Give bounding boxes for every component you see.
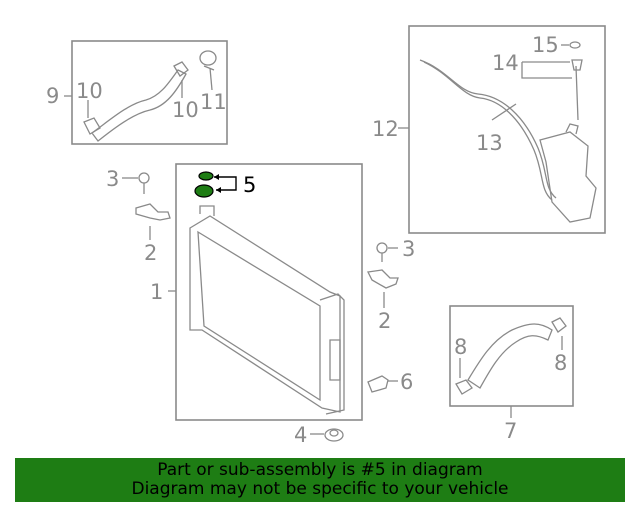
callout-15: 15	[532, 33, 559, 57]
callout-3-left: 3	[106, 167, 119, 191]
lower-hose-inset	[449, 305, 574, 418]
radiator-frame	[168, 163, 363, 421]
callout-4: 4	[294, 423, 307, 447]
callout-10-left: 10	[76, 79, 103, 103]
reservoir-inset	[398, 25, 606, 234]
left-bracket-and-bolt	[122, 172, 171, 240]
callout-1: 1	[150, 280, 163, 304]
part-5-cap	[194, 171, 237, 198]
banner-line-part: Part or sub-assembly is #5 in diagram	[157, 460, 483, 480]
upper-hose-inset	[64, 40, 228, 145]
callout-13: 13	[476, 131, 503, 155]
callout-2-left: 2	[144, 241, 157, 265]
callout-3-right: 3	[402, 237, 415, 261]
callout-12: 12	[372, 117, 399, 141]
callout-6: 6	[400, 370, 413, 394]
callout-8-left: 8	[454, 335, 467, 359]
callout-5: 5	[243, 173, 256, 197]
callout-14: 14	[492, 51, 519, 75]
callout-7: 7	[504, 419, 517, 443]
callout-10-right: 10	[172, 98, 199, 122]
part-6-sensor	[367, 375, 398, 393]
callout-2-right: 2	[378, 309, 391, 333]
callout-11: 11	[200, 90, 227, 114]
info-banner: Part or sub-assembly is #5 in diagram Di…	[15, 458, 625, 502]
callout-9: 9	[46, 84, 59, 108]
banner-line-disclaimer: Diagram may not be specific to your vehi…	[131, 479, 509, 499]
right-bracket-and-bolt	[367, 242, 399, 308]
part-4-grommet	[310, 428, 344, 442]
callout-labels: 9 10 10 11 3 2 1 5 3 2 6 4 12 13 14 15 8…	[46, 33, 567, 447]
parts-diagram: 9 10 10 11 3 2 1 5 3 2 6 4 12 13 14 15 8…	[46, 25, 606, 447]
callout-8-right: 8	[554, 351, 567, 375]
